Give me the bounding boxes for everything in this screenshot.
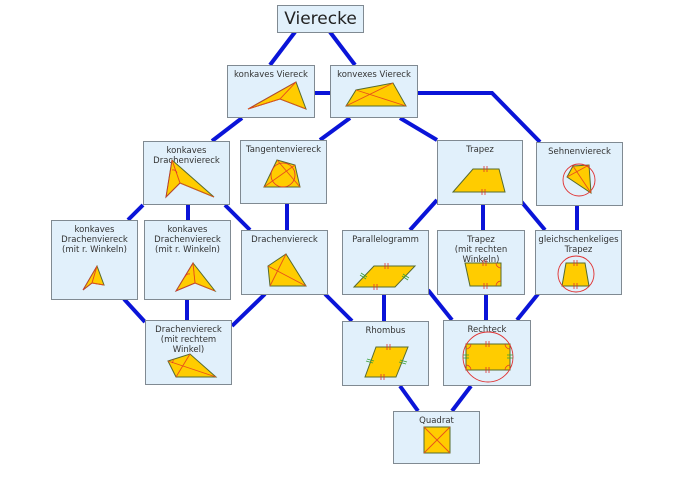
node-rechteck[interactable]: Rechteck xyxy=(443,320,531,386)
node-konvexes-viereck[interactable]: konvexes Viereck xyxy=(330,65,418,118)
edge-konvexes-viereck-to-trapez xyxy=(398,116,439,142)
node-konkaves-drachenviereck[interactable]: konkaves Drachenviereck xyxy=(143,141,230,205)
node-konkaves-drachenviereck-rechte-winkel-2[interactable]: konkaves Drachenviereck (mit r. Winkeln) xyxy=(144,220,231,300)
rhombus-icon xyxy=(364,344,409,380)
node-label: Rhombus xyxy=(365,326,406,336)
node-label: gleichschenkeliges Trapez xyxy=(538,235,619,255)
tangential-quadrilateral-icon xyxy=(263,159,301,188)
edge-konkaves-drachenviereck-r-winkeln-1-to-drachenviereck-rechter-winkel xyxy=(122,297,147,324)
node-konkaves-viereck[interactable]: konkaves Viereck xyxy=(227,65,315,118)
edge-trapez-to-parallelogramm xyxy=(408,198,439,232)
edge-konkaves-drachenviereck-to-drachenviereck xyxy=(223,203,252,232)
node-label: Parallelogramm xyxy=(352,235,419,245)
node-label: Vierecke xyxy=(284,9,357,29)
node-sehnenviereck[interactable]: Sehnenviereck xyxy=(536,142,623,206)
node-label: Trapez (mit rechten Winkeln) xyxy=(454,235,508,265)
rectangle-icon xyxy=(462,331,514,383)
square-icon xyxy=(423,426,451,454)
node-drachenviereck-rechter-winkel[interactable]: Drachenviereck (mit rechtem Winkel) xyxy=(145,320,232,385)
node-label: konvexes Viereck xyxy=(337,70,411,80)
node-drachenviereck[interactable]: Drachenviereck xyxy=(241,230,328,295)
node-label: Quadrat xyxy=(419,416,454,426)
node-trapez[interactable]: Trapez xyxy=(437,140,523,205)
node-tangentenviereck[interactable]: Tangentenviereck xyxy=(240,140,327,204)
edge-drachenviereck-to-drachenviereck-rechter-winkel xyxy=(230,292,267,328)
node-label: konkaves Drachenviereck xyxy=(153,146,220,166)
node-label: konkaves Drachenviereck (mit r. Winkeln) xyxy=(154,225,221,255)
right-kite-icon xyxy=(167,353,218,378)
edge-gleichschenkeliges-trapez-to-rechteck xyxy=(515,292,540,322)
edge-konvexes-viereck-to-sehnenviereck xyxy=(417,91,542,144)
node-label: konkaves Drachenviereck (mit r. Winkeln) xyxy=(61,225,128,255)
right-trapezoid-icon xyxy=(464,260,502,289)
node-rhombus[interactable]: Rhombus xyxy=(342,321,429,386)
node-konkaves-drachenviereck-rechte-winkel-1[interactable]: konkaves Drachenviereck (mit r. Winkeln) xyxy=(51,220,138,300)
edge-konkaves-viereck-to-konkaves-drachenviereck xyxy=(210,116,244,143)
node-label: konkaves Viereck xyxy=(234,70,308,80)
parallelogram-icon xyxy=(352,263,417,290)
edge-rechteck-to-quadrat xyxy=(450,384,473,413)
node-parallelogramm[interactable]: Parallelogramm xyxy=(342,230,429,295)
node-gleichschenkeliges-trapez[interactable]: gleichschenkeliges Trapez xyxy=(535,230,622,295)
edge-trapez-to-gleichschenkeliges-trapez xyxy=(518,198,547,232)
edge-rhombus-to-quadrat xyxy=(398,384,420,413)
node-label: Drachenviereck (mit rechtem Winkel) xyxy=(155,325,222,355)
isosceles-trapezoid-icon xyxy=(557,255,595,293)
node-label: Sehnenviereck xyxy=(548,147,611,157)
node-trapez-rechte-winkel[interactable]: Trapez (mit rechten Winkeln) xyxy=(437,230,525,295)
concave-quadrilateral-icon xyxy=(247,81,307,110)
edge-konkaves-drachenviereck-to-konkaves-drachenviereck-r-winkeln-1 xyxy=(126,203,145,222)
edge-vierecke-to-konvexes-viereck xyxy=(328,30,357,67)
node-label: Rechteck xyxy=(467,325,507,335)
cyclic-quadrilateral-icon xyxy=(562,163,596,197)
concave-kite-right-angles-icon xyxy=(174,261,217,293)
edge-parallelogramm-to-rechteck xyxy=(426,288,454,322)
node-label: Drachenviereck xyxy=(251,235,318,245)
edge-drachenviereck-to-rhombus xyxy=(323,292,354,323)
node-quadrat[interactable]: Quadrat xyxy=(393,411,480,464)
node-vierecke[interactable]: Vierecke xyxy=(277,5,364,33)
concave-kite-icon xyxy=(165,159,215,199)
trapezoid-icon xyxy=(451,166,506,195)
edge-konvexes-viereck-to-tangentenviereck xyxy=(318,116,352,142)
kite-icon xyxy=(267,253,307,287)
concave-kite-right-angles-icon xyxy=(82,264,105,291)
convex-quadrilateral-icon xyxy=(345,82,407,107)
edge-vierecke-to-konkaves-viereck xyxy=(268,30,297,67)
node-label: Tangentenviereck xyxy=(245,145,322,155)
node-label: Trapez xyxy=(466,145,494,155)
